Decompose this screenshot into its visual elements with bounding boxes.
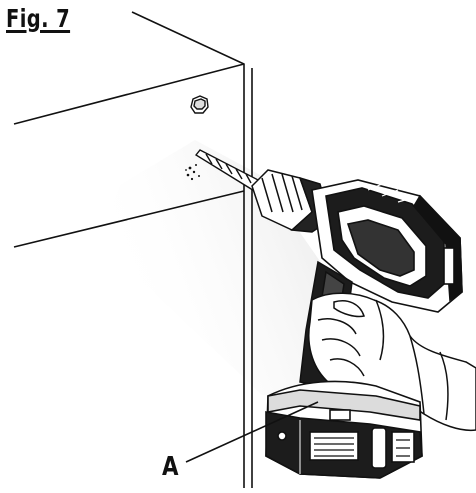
callout-label-a: A <box>162 452 179 482</box>
battery-pack <box>265 380 423 479</box>
hex-bolt <box>190 95 209 114</box>
drill-debris <box>185 164 200 181</box>
leader-line <box>185 401 319 463</box>
drill-body <box>311 179 463 313</box>
figure-title: Fig. 7 <box>6 4 71 33</box>
cabinet-panel <box>13 11 253 488</box>
